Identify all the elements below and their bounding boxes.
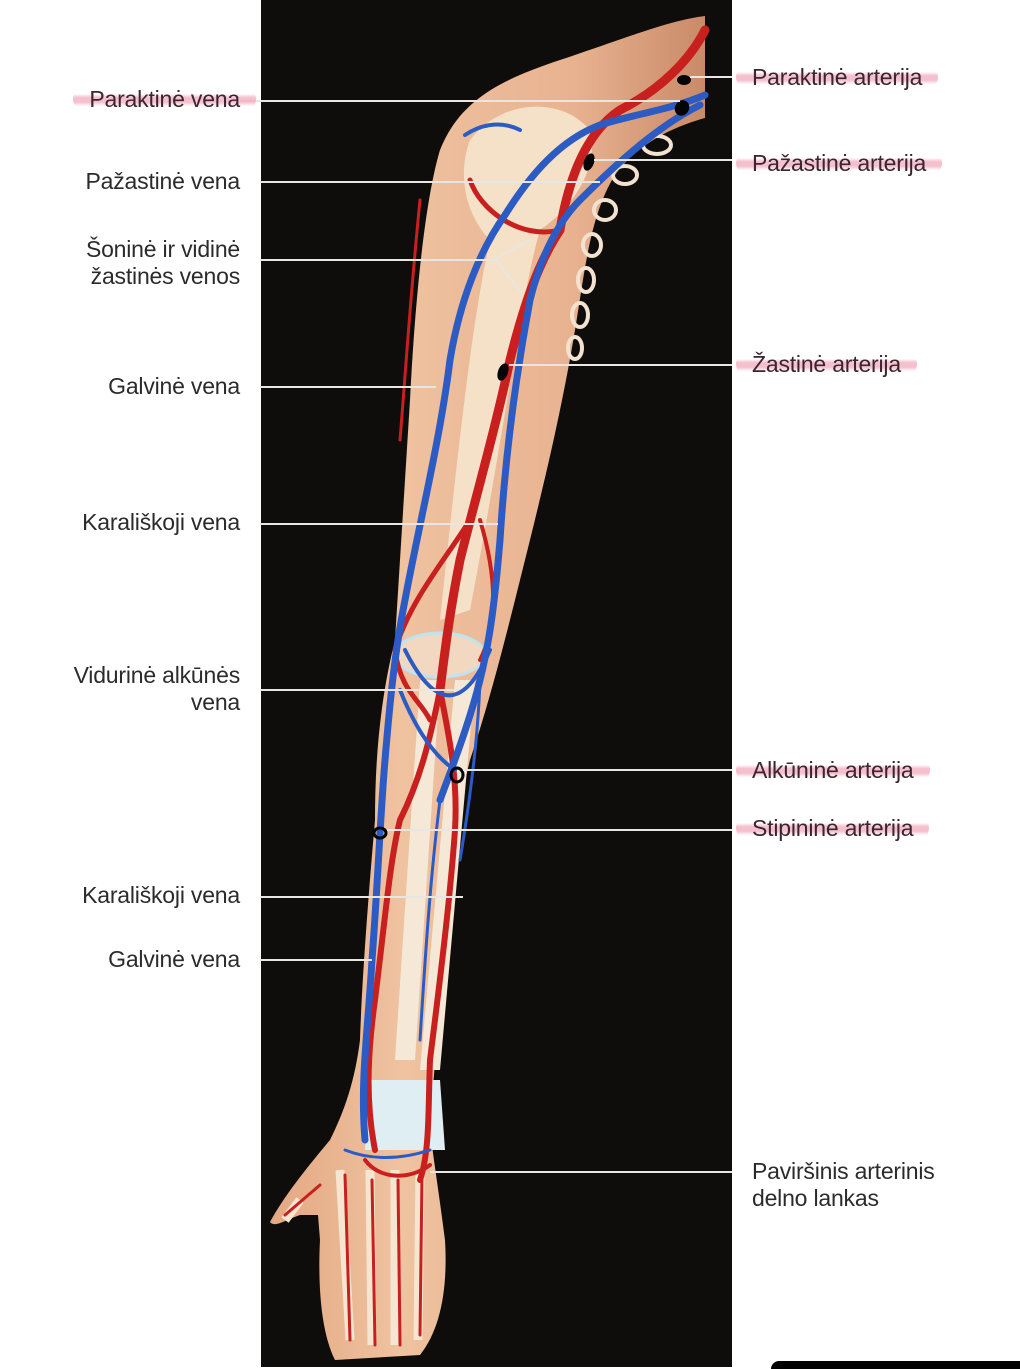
subclavian-artery-mark xyxy=(677,75,691,85)
leader-line-galvine-vena-2 xyxy=(260,959,372,961)
label-galvine-vena-upper: Galvinė vena xyxy=(108,373,240,399)
leader-line-karaliskoji-vena-1 xyxy=(260,523,498,525)
label-paraktine-vena: Paraktinė vena xyxy=(73,86,256,113)
label-karaliskoji-vena-upper: Karališkoji vena xyxy=(82,509,240,535)
leader-line-sonine-vidine xyxy=(260,259,495,261)
radial-artery-mark xyxy=(372,826,388,840)
leader-line-alkunine-arterija xyxy=(463,769,732,771)
leader-line-stipinine-arterija xyxy=(387,829,732,831)
leader-line-zastine-arterija xyxy=(509,364,732,366)
label-vidurine-alkunes-vena: Vidurinė alkūnės vena xyxy=(73,662,241,715)
label-pazastine-arterija: Pažastinė arterija xyxy=(736,150,943,177)
bottom-edge-bar xyxy=(771,1361,1020,1369)
label-pazastine-vena: Pažastinė vena xyxy=(85,168,241,194)
leader-line-paraktine-arterija xyxy=(690,76,732,78)
brachial-artery-mark xyxy=(497,363,509,381)
leader-line-pazastine-vena xyxy=(260,181,600,183)
leader-line-vidurine-alkunes xyxy=(260,689,458,691)
label-galvine-vena-lower: Galvinė vena xyxy=(108,946,240,972)
handwritten-marks xyxy=(372,75,691,840)
leader-line-paraktine-vena xyxy=(240,100,680,102)
arm-silhouette xyxy=(270,16,705,1360)
axillary-artery-mark xyxy=(583,153,595,171)
veins xyxy=(343,91,709,1159)
leader-line-pavirsinis-lankas xyxy=(430,1171,732,1173)
ribs xyxy=(566,134,673,361)
label-pavirsinis-arterinis-delno-lankas: Paviršinis arterinis delno lankas xyxy=(752,1158,935,1211)
label-karaliskoji-vena-lower: Karališkoji vena xyxy=(82,882,240,908)
label-stipinine-arterija: Stipininė arterija xyxy=(736,815,930,842)
label-paraktine-arterija: Paraktinė arterija xyxy=(736,64,939,91)
label-sonine-ir-vidine-zastines-venos: Šoninė ir vidinė žastinės venos xyxy=(85,236,240,289)
leader-line-pazastine-arterija xyxy=(594,159,732,161)
label-alkunine-arterija: Alkūninė arterija xyxy=(736,757,930,784)
label-zastine-arterija: Žastinė arterija xyxy=(736,351,917,378)
leader-line-karaliskoji-vena-2 xyxy=(260,896,463,898)
ulnar-artery-mark xyxy=(449,766,465,784)
leader-line-galvine-vena-1 xyxy=(260,386,436,388)
subclavian-vein-mark xyxy=(674,100,690,116)
